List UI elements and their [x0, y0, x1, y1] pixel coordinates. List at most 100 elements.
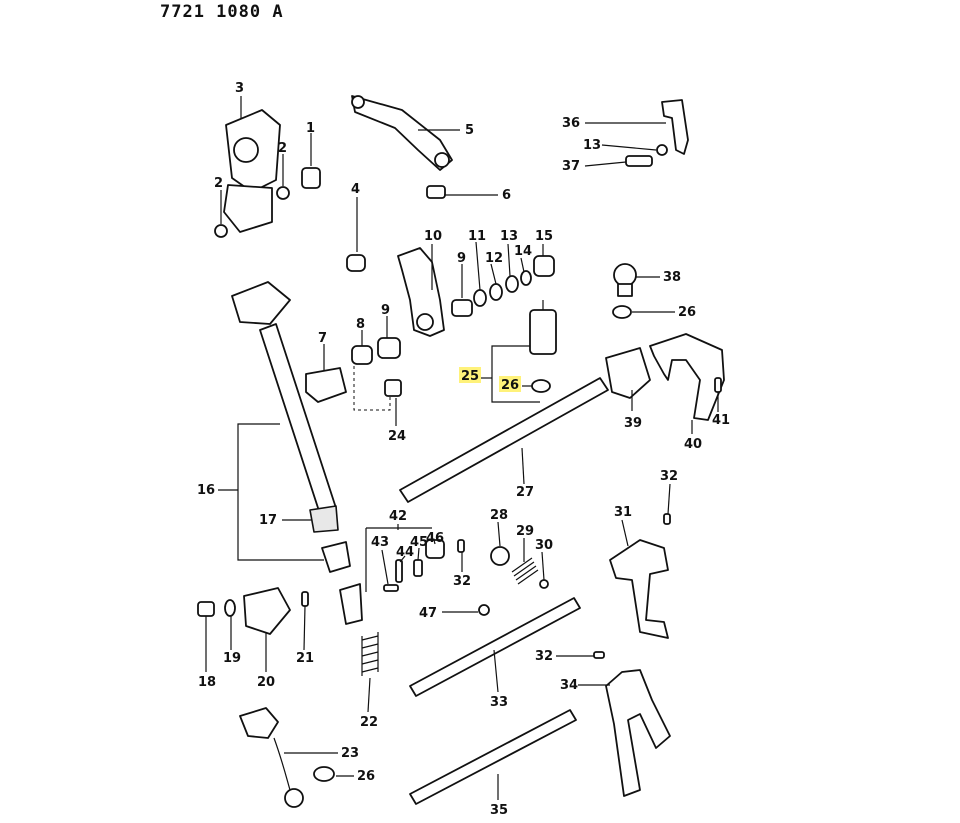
- part-29-spring: [511, 557, 539, 585]
- callout-2-upper: 2: [278, 141, 287, 156]
- part-26-washer: [531, 379, 551, 393]
- callout-11: 11: [468, 229, 486, 244]
- part-18-bolt: [197, 601, 215, 617]
- callout-43: 43: [371, 535, 389, 550]
- callout-3: 3: [235, 81, 244, 96]
- callout-47: 47: [419, 606, 437, 621]
- callout-36: 36: [562, 116, 580, 131]
- callout-23: 23: [341, 746, 359, 761]
- part-25-switch: [529, 300, 557, 355]
- callout-18: 18: [198, 675, 216, 690]
- callout-28: 28: [490, 508, 508, 523]
- leader-lines: [205, 96, 719, 800]
- callout-40: 40: [684, 437, 702, 452]
- part-12-washer: [489, 283, 503, 301]
- callout-25: 25: [461, 369, 479, 384]
- callout-22: 22: [360, 715, 378, 730]
- part-26-washer-b: [612, 305, 632, 319]
- callout-34: 34: [560, 678, 578, 693]
- part-22-spring: [361, 632, 379, 676]
- callout-16: 16: [197, 483, 215, 498]
- part-19-washer: [224, 599, 236, 617]
- callout-42: 42: [389, 509, 407, 524]
- part-9-bush: [451, 299, 473, 317]
- callout-19: 19: [223, 651, 241, 666]
- part-24-nut: [384, 379, 402, 397]
- part-32-pin-c: [593, 651, 605, 659]
- part-45-pin: [413, 559, 423, 577]
- part-14-ring: [520, 270, 532, 286]
- part-8-bush: [351, 345, 373, 365]
- callout-8: 8: [356, 317, 365, 332]
- part-36-bracket: [661, 99, 689, 155]
- highlight-26: [499, 376, 521, 392]
- callout-35: 35: [490, 803, 508, 818]
- part-6-pin: [426, 185, 446, 199]
- part-1-bushing: [301, 167, 321, 189]
- part-2-nut-upper: [276, 186, 290, 200]
- part-3-bracket: [223, 109, 281, 233]
- part-30-ball: [539, 579, 549, 589]
- callout-26-mid: 26: [501, 378, 519, 393]
- callout-15: 15: [535, 229, 553, 244]
- callout-32-right: 32: [660, 469, 678, 484]
- part-15-cap: [533, 255, 555, 277]
- callout-32-mid: 32: [453, 574, 471, 589]
- callout-17: 17: [259, 513, 277, 528]
- callout-6: 6: [502, 188, 511, 203]
- callout-20: 20: [257, 675, 275, 690]
- part-7-joint: [305, 367, 347, 403]
- part-13-ring: [505, 275, 519, 293]
- callout-1: 1: [306, 121, 315, 136]
- part-28-plug: [490, 546, 510, 566]
- part-21-pin: [301, 591, 309, 607]
- callout-46: 46: [426, 531, 444, 546]
- callout-4: 4: [351, 182, 360, 197]
- part-46-plug: [425, 539, 445, 559]
- callout-13-mid: 13: [500, 229, 518, 244]
- callout-27: 27: [516, 485, 534, 500]
- callout-33: 33: [490, 695, 508, 710]
- callout-44: 44: [396, 545, 414, 560]
- part-2-nut-lower: [214, 224, 228, 238]
- callout-31: 31: [614, 505, 632, 520]
- part-block-b: [321, 541, 351, 573]
- part-26-washer-c: [313, 766, 335, 782]
- callout-10: 10: [424, 229, 442, 244]
- part-43-pin: [383, 584, 399, 592]
- part-41-pin: [714, 377, 722, 393]
- part-38-knob: [613, 263, 637, 297]
- callout-5: 5: [465, 123, 474, 138]
- callout-37: 37: [562, 159, 580, 174]
- callout-14: 14: [514, 244, 532, 259]
- part-35-shift-rail: [409, 709, 577, 805]
- callout-9-lower: 9: [381, 303, 390, 318]
- part-13-bolt: [656, 144, 668, 156]
- callout-26-right: 26: [678, 305, 696, 320]
- part-4-rubber: [346, 254, 366, 272]
- part-17-boot: [309, 505, 339, 533]
- part-5-lever: [351, 95, 453, 171]
- callout-38: 38: [663, 270, 681, 285]
- callout-7: 7: [318, 331, 327, 346]
- part-32-pin-b: [663, 513, 671, 525]
- part-44-pin: [395, 559, 403, 583]
- part-47-ball: [478, 604, 490, 616]
- part-block: [339, 583, 363, 625]
- part-10-shift-lever: [397, 247, 445, 337]
- callout-41: 41: [712, 413, 730, 428]
- part-11-washer: [473, 289, 487, 307]
- part-20-holder: [243, 587, 291, 635]
- callout-30: 30: [535, 538, 553, 553]
- callout-32-lower: 32: [535, 649, 553, 664]
- part-27-shift-rail: [399, 347, 651, 503]
- callout-45: 45: [410, 535, 428, 550]
- callout-21: 21: [296, 651, 314, 666]
- part-33-shift-rail: [409, 597, 581, 697]
- callout-24: 24: [388, 429, 406, 444]
- part-34-shift-fork: [605, 669, 671, 797]
- part-37-bolt: [625, 155, 653, 167]
- callout-26-bottom: 26: [357, 769, 375, 784]
- callout-2-lower: 2: [214, 176, 223, 191]
